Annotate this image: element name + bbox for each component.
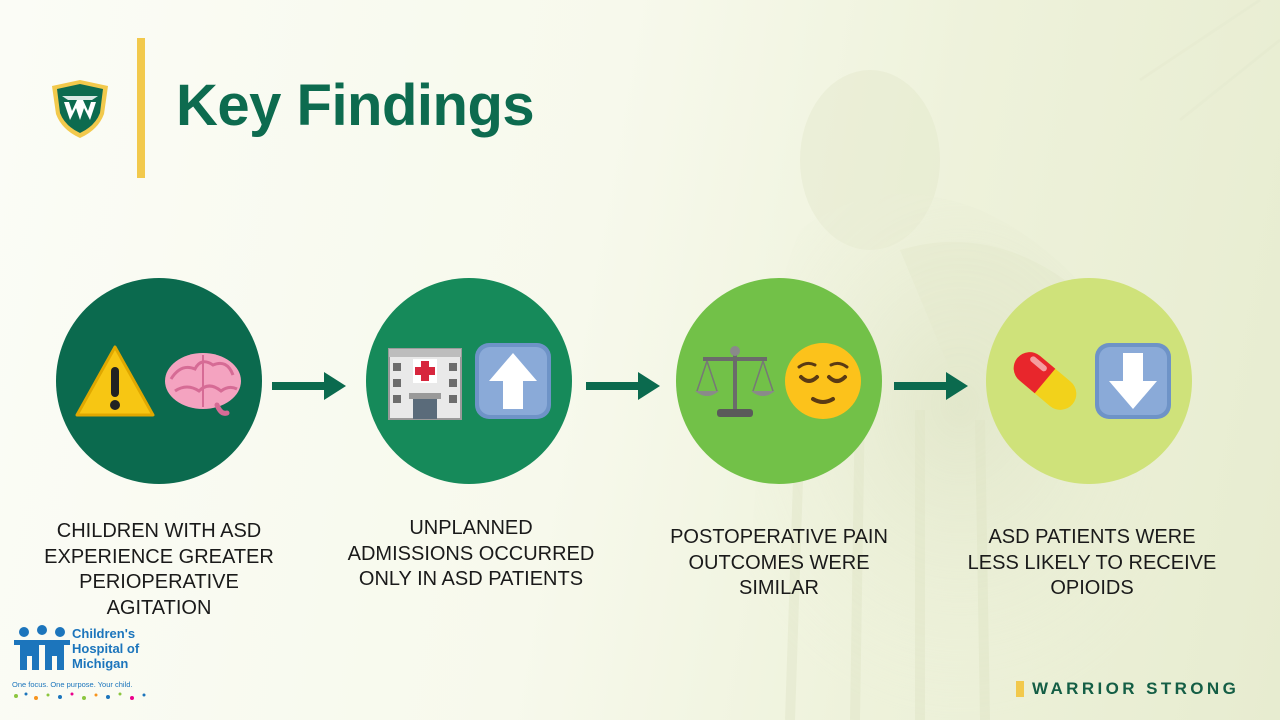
finding-caption-4: ASD PATIENTS WERE LESS LIKELY TO RECEIVE… [967,526,1217,599]
finding-circle-4 [986,278,1192,484]
flow-arrow-1 [272,372,346,400]
finding-circle-3 [676,278,882,484]
flow-arrow-2 [586,372,660,400]
flow-arrow-3 [894,372,968,400]
childrens-hospital-logo: Children's Hospital of Michigan One focu… [12,622,172,702]
finding-caption-2: UNPLANNED ADMISSIONS OCCURRED ONLY IN AS… [347,517,595,590]
down-arrow-icon [1095,343,1171,419]
balance-scale-icon [695,346,775,417]
title-accent-bar [137,38,145,178]
pill-icon [1013,352,1077,410]
warrior-strong-text: WARRIOR STRONG [1032,679,1240,698]
warrior-gold-mark [1016,681,1024,697]
decorative-dots [14,692,146,700]
warrior-strong-wordmark: WARRIOR STRONG [1016,678,1239,700]
finding-caption-1: CHILDREN WITH ASD EXPERIENCE GREATER PER… [44,520,274,619]
finding-circle-2 [366,278,572,484]
slide-title: Key Findings [176,73,535,138]
children-figures-icon [14,625,70,670]
up-arrow-icon [475,343,551,419]
hospital-icon [388,348,462,420]
brain-icon [165,353,241,416]
wayne-state-shield-logo [52,80,108,138]
childrens-hospital-tagline: One focus. One purpose. Your child. [12,680,133,689]
warning-icon [75,345,155,417]
childrens-hospital-name: Children's Hospital of Michigan [72,626,140,671]
relieved-face-icon [785,343,861,419]
finding-circle-1 [56,278,262,484]
finding-caption-3: POSTOPERATIVE PAIN OUTCOMES WERE SIMILAR [670,526,888,599]
